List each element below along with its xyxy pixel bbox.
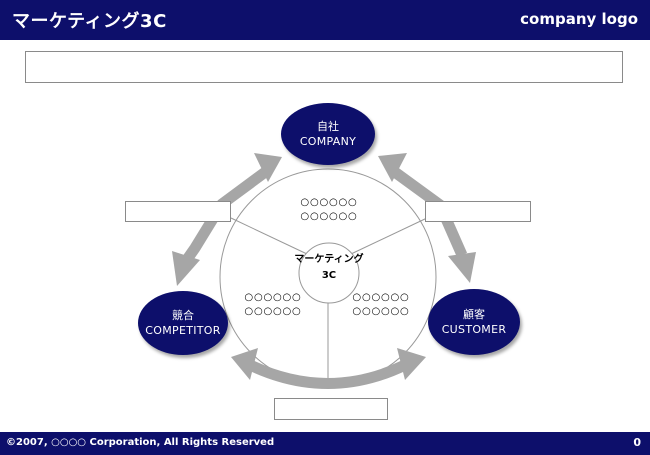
arrowhead-company-right [378, 153, 407, 182]
divider-right [350, 217, 428, 255]
segment-left-line1: ○○○○○○ [244, 292, 302, 303]
company-logo: company logo [520, 10, 638, 28]
header-bar: マーケティング3C company logo [0, 0, 650, 40]
divider-left [230, 217, 308, 255]
page-title: マーケティング3C [12, 11, 167, 32]
page-number: 0 [633, 436, 641, 449]
arrow-competitor-customer [247, 360, 408, 389]
center-label-line2: 3C [321, 270, 337, 281]
competitor-en-label: COMPETITOR [145, 323, 221, 337]
node-company: 自社 COMPANY [281, 103, 375, 165]
arrowhead-competitor [172, 251, 200, 286]
competitor-jp-label: 競合 [172, 308, 194, 322]
arrow-company-competitor [183, 165, 272, 262]
arrowhead-company [254, 153, 282, 182]
title-input-box[interactable] [25, 51, 623, 83]
center-label-line1: マーケティング [294, 254, 364, 265]
customer-en-label: CUSTOMER [441, 322, 507, 336]
center-label: マーケティング 3C [284, 252, 374, 284]
segment-top-line2: ○○○○○○ [300, 211, 358, 222]
copyright-text: ©2007, ○○○○ Corporation, All Rights Rese… [6, 437, 275, 448]
cycle-arrows [172, 153, 476, 389]
segment-right-text: ○○○○○○ ○○○○○○ [338, 291, 424, 319]
customer-jp-label: 顧客 [463, 307, 485, 321]
arrowhead-competitor-bottom [231, 348, 258, 380]
arrowhead-customer [448, 252, 476, 283]
arrowhead-customer-bottom [397, 348, 426, 380]
segment-left-line2: ○○○○○○ [244, 306, 302, 317]
segment-top-text: ○○○○○○ ○○○○○○ [284, 196, 374, 224]
node-customer: 顧客 CUSTOMER [428, 289, 520, 355]
note-box-right[interactable] [425, 201, 531, 222]
segment-right-line1: ○○○○○○ [352, 292, 410, 303]
company-jp-label: 自社 [317, 119, 339, 133]
segment-left-text: ○○○○○○ ○○○○○○ [230, 291, 316, 319]
segment-right-line2: ○○○○○○ [352, 306, 410, 317]
segment-top-line1: ○○○○○○ [300, 197, 358, 208]
note-box-bottom[interactable] [274, 398, 388, 420]
footer-bar: ©2007, ○○○○ Corporation, All Rights Rese… [0, 432, 650, 455]
company-en-label: COMPANY [299, 134, 357, 148]
node-competitor: 競合 COMPETITOR [138, 291, 228, 355]
note-box-left[interactable] [125, 201, 231, 222]
inner-circle [298, 242, 360, 304]
